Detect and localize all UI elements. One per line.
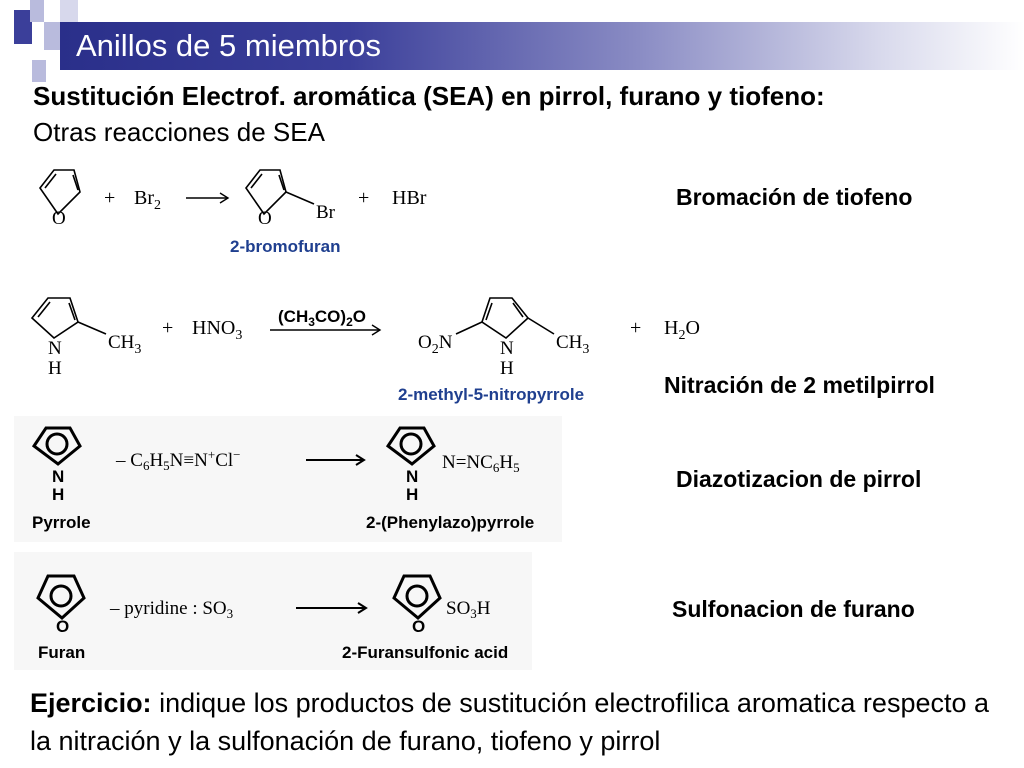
arrow-head: [219, 192, 230, 204]
start-name: Pyrrole: [32, 513, 91, 532]
methyl-substituent: CH3: [108, 332, 141, 357]
ring-h: H: [48, 358, 62, 379]
reaction-conditions: (CH3CO)2O: [278, 307, 366, 329]
byproduct: H2O: [664, 317, 700, 343]
exercise-body: indique los productos de sustitución ele…: [30, 688, 990, 756]
reaction-nitration-scheme: N H CH3 + HNO3 (CH3CO)2O O2N N H CH3 + H…: [30, 297, 700, 404]
plus-sign: +: [104, 187, 115, 209]
product-name: 2-methyl-5-nitropyrrole: [398, 385, 584, 404]
ring-heteroatom: O: [52, 208, 66, 229]
reaction-label: Sulfonacion de furano: [672, 596, 915, 622]
decoration-square: [32, 60, 46, 82]
ring-heteroatom: O: [56, 617, 69, 636]
furan-ring-icon: [39, 169, 81, 216]
nitro-group: O2N: [418, 332, 453, 357]
reaction-bromination-scheme: O + Br2 O Br + HBr 2-bromofuran: [39, 169, 427, 256]
reagent: – pyridine : SO3: [109, 598, 233, 621]
decoration-square: [30, 0, 44, 22]
arrow-head: [355, 454, 366, 466]
ring-heteroatom: N: [500, 338, 514, 359]
exercise-text: Ejercicio: indique los productos de sust…: [30, 684, 1010, 760]
reagent: Br2: [134, 187, 161, 213]
decoration-square: [44, 22, 60, 50]
decoration-square: [60, 0, 78, 22]
title-bar: [60, 22, 1024, 70]
reaction-sulfonation-scheme: O Furan – pyridine : SO3 SO3H O 2-Furans…: [14, 552, 532, 670]
methyl-substituent: CH3: [556, 332, 589, 357]
arrow-head: [371, 324, 382, 336]
product-name: 2-(Phenylazo)pyrrole: [366, 513, 534, 532]
reaction-label: Bromación de tiofeno: [676, 184, 913, 210]
furansulfonic-ring-icon: [392, 574, 442, 620]
plus-sign: +: [162, 317, 173, 339]
product-substituent: N=NC6H5: [442, 452, 520, 475]
product-name: 2-Furansulfonic acid: [342, 643, 508, 662]
ring-h: H: [500, 358, 514, 379]
ring-heteroatom: O: [258, 208, 272, 229]
page-title: Anillos de 5 miembros: [76, 28, 381, 63]
ring-heteroatom: N: [406, 467, 418, 486]
ring-heteroatom: N: [52, 467, 64, 486]
reaction-diazotization-scheme: N H Pyrrole – C6H5N≡N+Cl− N=NC6H5 N H 2-…: [14, 416, 562, 542]
byproduct: HBr: [392, 187, 427, 209]
plus-sign: +: [630, 317, 641, 339]
furan-ring-icon: [36, 574, 86, 620]
phenylazopyrrole-ring-icon: [385, 426, 436, 466]
start-name: Furan: [38, 643, 85, 662]
arrow-head: [357, 602, 368, 614]
plus-sign: +: [358, 187, 369, 209]
subtitle-bold: Sustitución Electrof. aromática (SEA) en…: [33, 81, 825, 111]
ring-h: H: [406, 485, 418, 504]
reaction-label: Nitración de 2 metilpirrol: [664, 372, 935, 398]
reagent: – C6H5N≡N+Cl−: [115, 447, 240, 473]
ring-h: H: [52, 485, 64, 504]
pyrrole-ring-icon: [30, 297, 107, 340]
bromofuran-ring-icon: [245, 169, 315, 216]
subtitle-plain: Otras reacciones de SEA: [33, 117, 325, 147]
decoration-square: [14, 10, 32, 44]
product-substituent: Br: [316, 202, 336, 223]
pyrrole-ring-icon: [31, 426, 82, 466]
reaction-label: Diazotizacion de pirrol: [676, 466, 922, 492]
product-substituent: SO3H: [446, 598, 491, 621]
ring-heteroatom: N: [48, 338, 62, 359]
exercise-lead: Ejercicio:: [30, 688, 152, 718]
reagent: HNO3: [192, 317, 242, 343]
nitropyrrole-ring-icon: [455, 297, 555, 340]
product-name: 2-bromofuran: [230, 237, 341, 256]
ring-heteroatom: O: [412, 617, 425, 636]
